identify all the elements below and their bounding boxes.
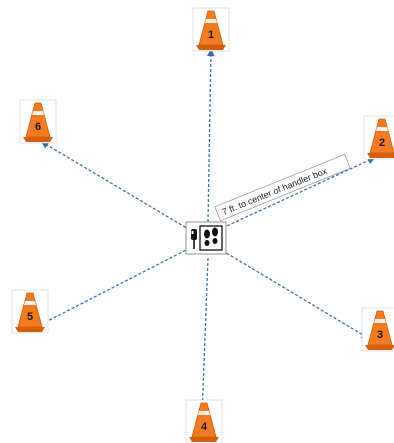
cone-3: 3 [361,307,394,352]
cone-4: 4 [185,399,223,443]
line-to-cone-3 [217,247,370,339]
line-to-cone-2 [217,157,376,231]
line-to-cone-4 [198,257,209,418]
cone-5: 5 [11,289,49,334]
line-to-cone-1 [206,48,215,223]
cone-2: 2 [363,115,394,160]
cone-1-number: 1 [208,29,214,41]
handler-box [185,221,227,255]
lines-group [34,48,376,418]
cones-layer: 1 2 3 4 5 6 [11,7,394,443]
handler-icon [191,229,197,249]
cone-6-number: 6 [35,121,41,133]
footprints-icon [199,225,223,251]
cone-5-number: 5 [27,311,33,323]
cone-4-number: 4 [201,421,208,433]
cone-6: 6 [19,99,57,144]
line-to-cone-6 [40,141,191,231]
cone-3-number: 3 [377,329,383,341]
line-to-cone-5 [34,247,191,328]
distance-label: 7 ft. to center of handler box [214,153,351,222]
distance-label-text: 7 ft. to center of handler box [221,166,329,217]
cone-2-number: 2 [379,137,385,149]
cone-1: 1 [192,7,230,52]
